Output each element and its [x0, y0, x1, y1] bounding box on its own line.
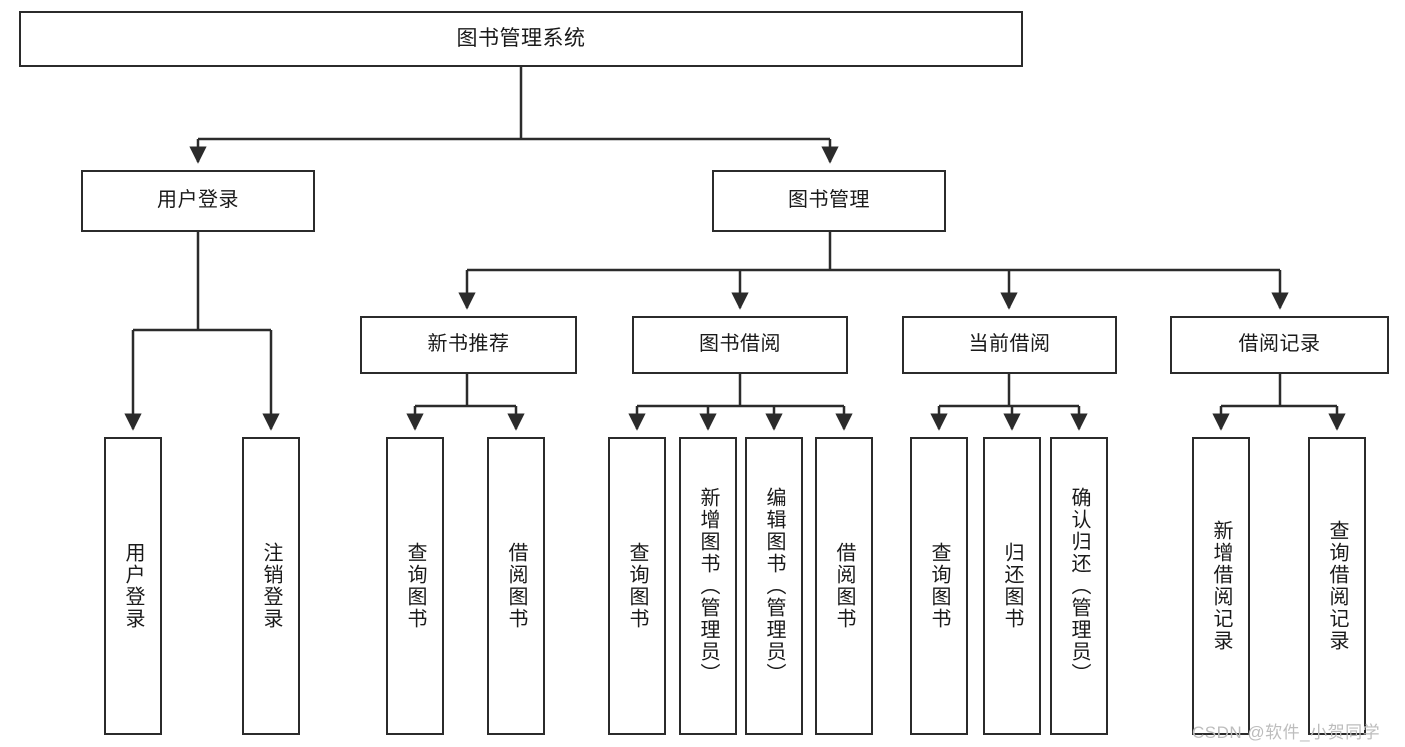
node-leaf-edit-book-admin[interactable]: 编辑图书（管理员） [745, 437, 803, 735]
node-current-borrow-label: 当前借阅 [968, 333, 1051, 356]
node-book-manage[interactable]: 图书管理 [712, 170, 946, 232]
watermark: CSDN @软件_小贺同学 [1192, 723, 1381, 742]
node-leaf-logout-label: 注销登录 [260, 542, 282, 630]
node-leaf-confirm-return[interactable]: 确认归还（管理员） [1050, 437, 1108, 735]
node-leaf-query-book-cur-label: 查询图书 [928, 542, 950, 630]
node-leaf-return-book-label: 归还图书 [1001, 542, 1023, 630]
node-leaf-add-book-admin[interactable]: 新增图书（管理员） [679, 437, 737, 735]
node-leaf-query-book-bor-label: 查询图书 [626, 542, 648, 630]
node-leaf-query-borrow-record-label: 查询借阅记录 [1326, 520, 1348, 652]
node-leaf-borrow-book-rec[interactable]: 借阅图书 [487, 437, 545, 735]
node-borrow-record[interactable]: 借阅记录 [1170, 316, 1389, 374]
node-leaf-add-borrow-record-label: 新增借阅记录 [1210, 520, 1232, 652]
node-user-login[interactable]: 用户登录 [81, 170, 315, 232]
node-leaf-user-login[interactable]: 用户登录 [104, 437, 162, 735]
node-leaf-borrow-book-bor-label: 借阅图书 [833, 542, 855, 630]
node-leaf-query-book-rec-label: 查询图书 [404, 542, 426, 630]
node-book-borrow-label: 图书借阅 [699, 333, 781, 356]
node-current-borrow[interactable]: 当前借阅 [902, 316, 1117, 374]
node-book-manage-label: 图书管理 [788, 189, 870, 212]
node-leaf-add-book-admin-label: 新增图书（管理员） [697, 487, 719, 685]
node-new-book-recommend[interactable]: 新书推荐 [360, 316, 577, 374]
node-user-login-label: 用户登录 [157, 189, 239, 212]
node-leaf-return-book[interactable]: 归还图书 [983, 437, 1041, 735]
node-root-label: 图书管理系统 [456, 26, 586, 50]
node-root[interactable]: 图书管理系统 [19, 11, 1023, 67]
node-book-borrow[interactable]: 图书借阅 [632, 316, 848, 374]
node-leaf-user-login-label: 用户登录 [122, 542, 144, 630]
node-leaf-borrow-book-bor[interactable]: 借阅图书 [815, 437, 873, 735]
node-leaf-logout[interactable]: 注销登录 [242, 437, 300, 735]
node-leaf-query-borrow-record[interactable]: 查询借阅记录 [1308, 437, 1366, 735]
node-leaf-add-borrow-record[interactable]: 新增借阅记录 [1192, 437, 1250, 735]
node-new-book-recommend-label: 新书推荐 [427, 333, 510, 356]
node-borrow-record-label: 借阅记录 [1238, 333, 1321, 356]
node-leaf-confirm-return-label: 确认归还（管理员） [1068, 487, 1090, 685]
node-leaf-query-book-bor[interactable]: 查询图书 [608, 437, 666, 735]
node-leaf-edit-book-admin-label: 编辑图书（管理员） [763, 487, 785, 685]
node-leaf-borrow-book-rec-label: 借阅图书 [505, 542, 527, 630]
node-leaf-query-book-rec[interactable]: 查询图书 [386, 437, 444, 735]
node-leaf-query-book-cur[interactable]: 查询图书 [910, 437, 968, 735]
